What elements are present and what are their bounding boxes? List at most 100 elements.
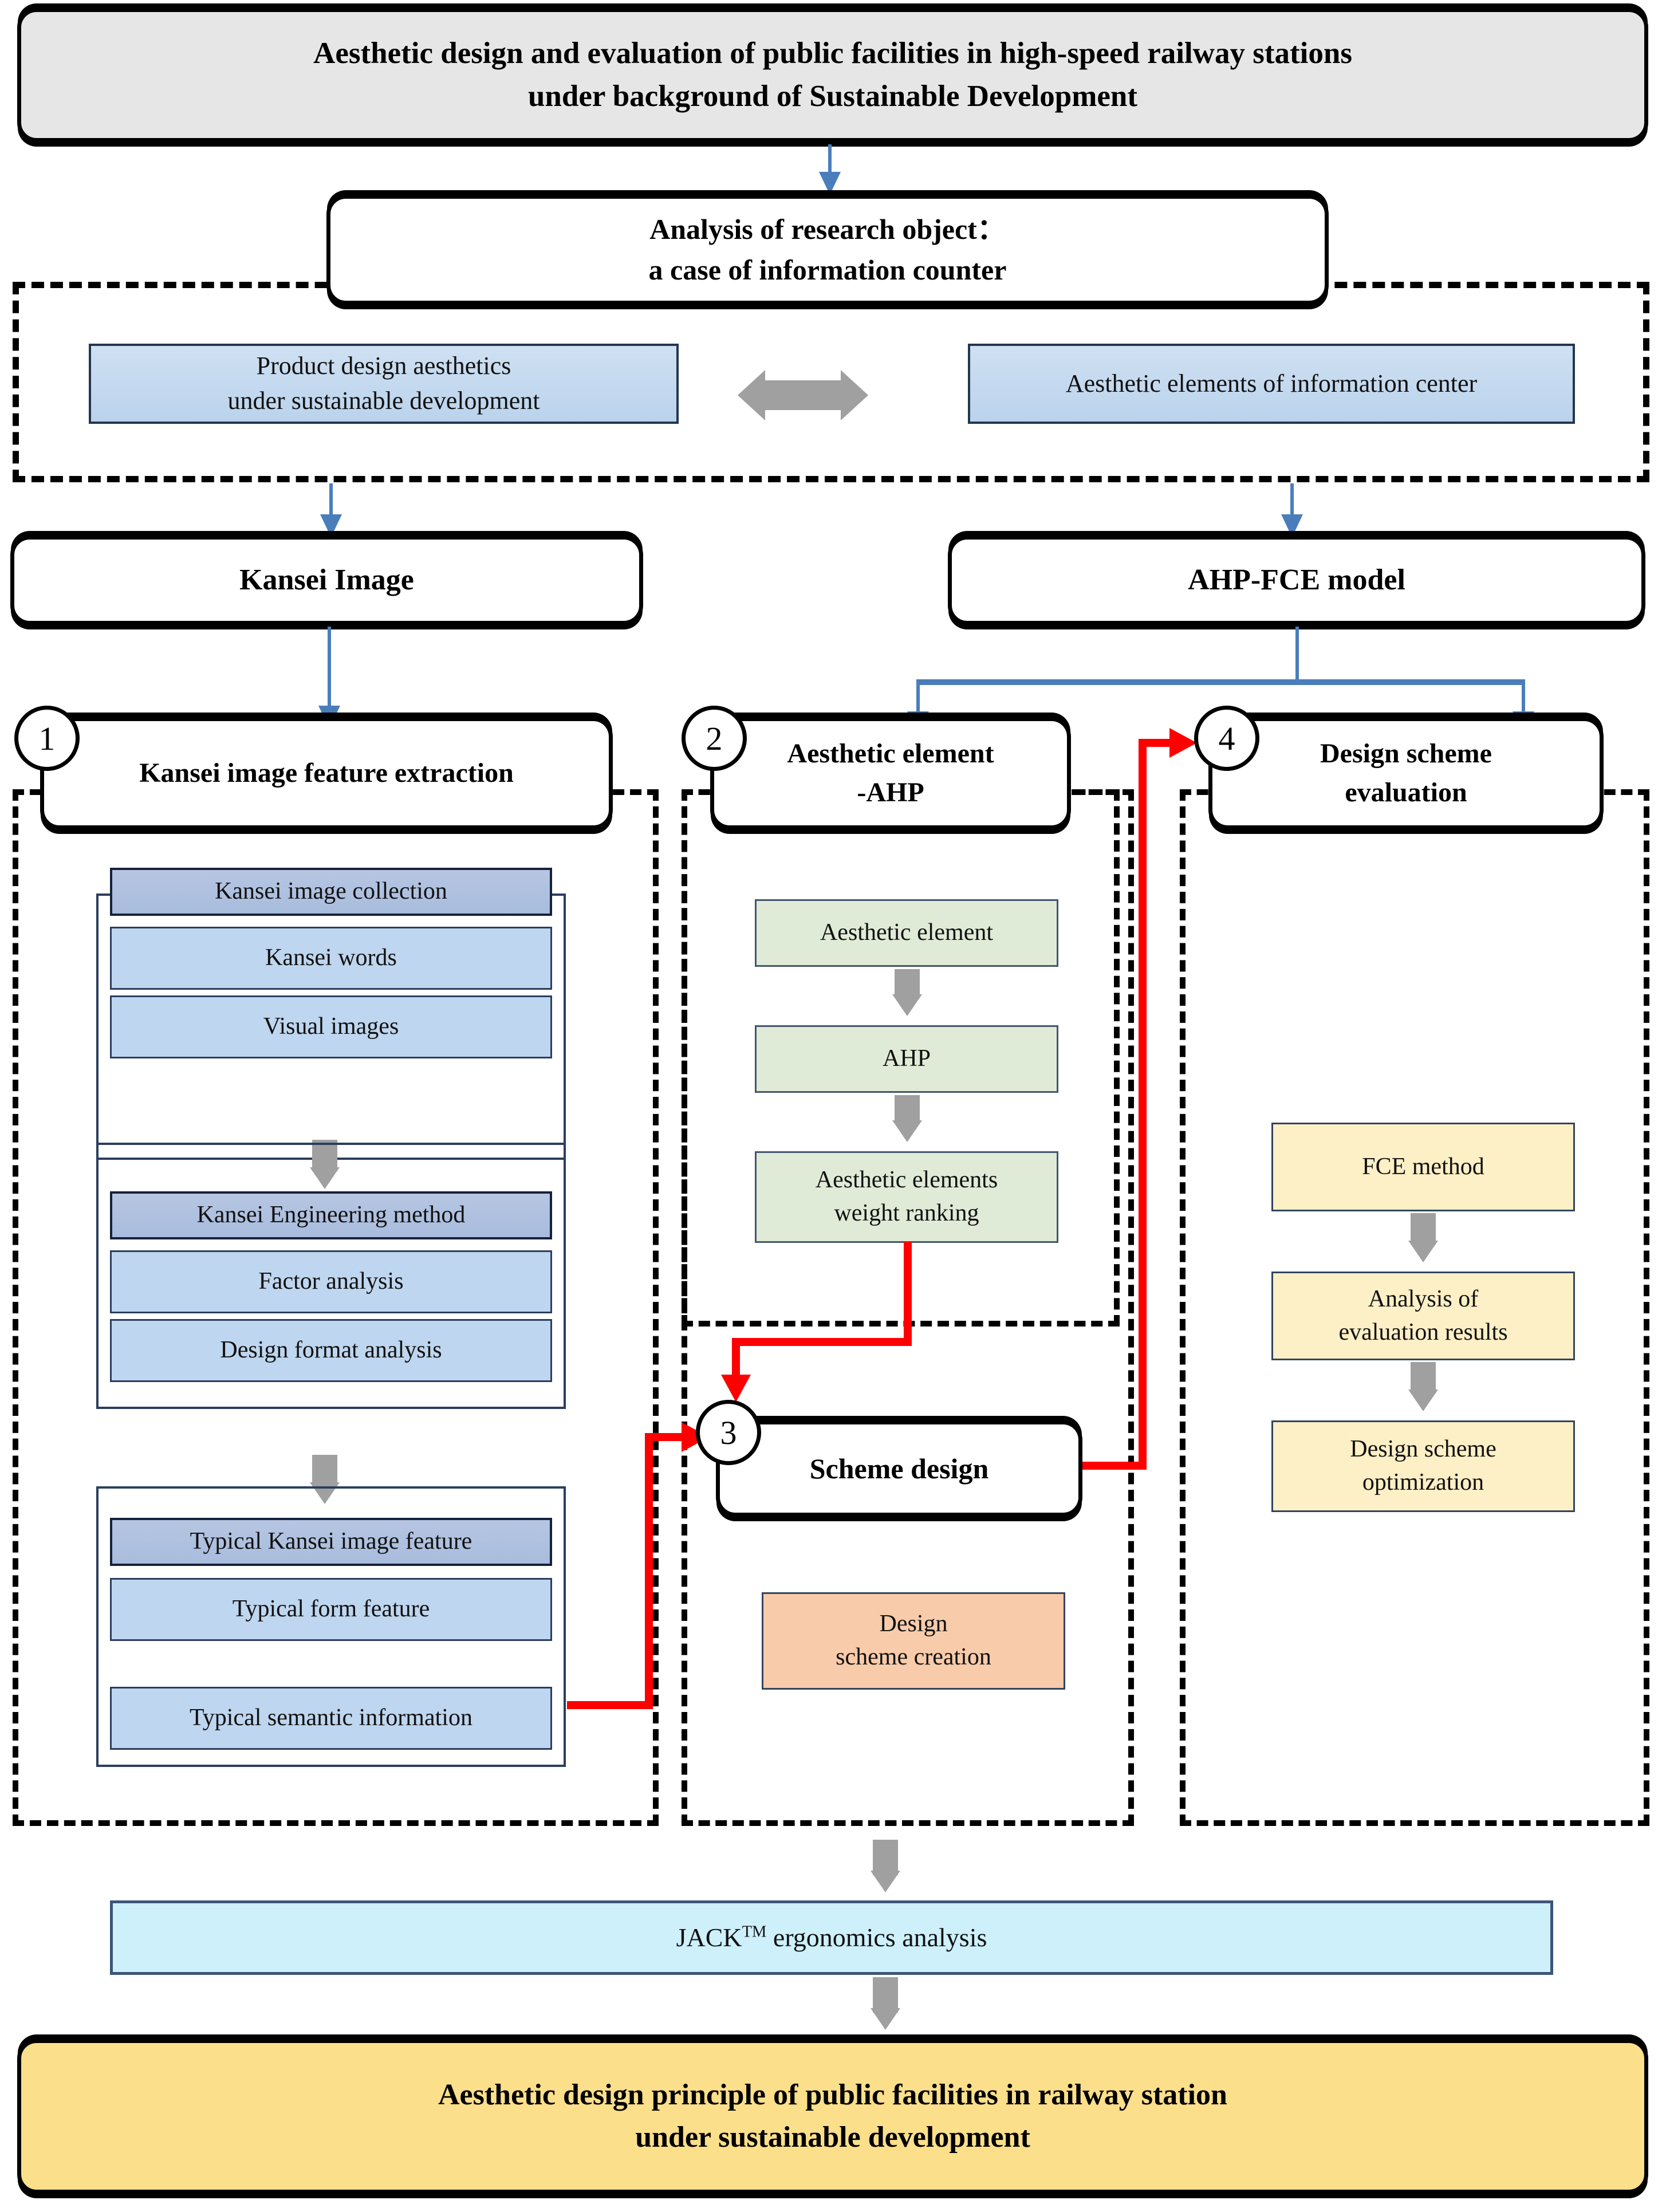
red-arrowhead-to-step3-top [721, 1375, 751, 1402]
fce-item-2-line-2: evaluation results [1338, 1318, 1508, 1345]
stage2-label-line-2: -AHP [857, 777, 924, 808]
red-path-kansei-vertical [645, 1433, 653, 1709]
research-object-line-2: a case of information counter [648, 254, 1007, 286]
ahp-item-ahp: AHP [755, 1025, 1058, 1093]
arrowhead-kansei-g2-to-g3 [310, 1482, 340, 1504]
step-number-1: 1 [38, 719, 56, 757]
jack-text-main: JACK [676, 1923, 742, 1953]
step-number-2: 2 [706, 719, 723, 757]
conclusion-line-1: Aesthetic design principle of public fac… [438, 2079, 1227, 2112]
red-path-kansei-horizontal [567, 1701, 653, 1709]
connector-fce-1-to-2 [1411, 1213, 1436, 1245]
ahp-item-aesthetic-element: Aesthetic element [755, 899, 1058, 967]
ahp-item-3-line-2: weight ranking [834, 1200, 979, 1226]
kansei-group-3-header-label: Typical Kansei image feature [190, 1528, 472, 1555]
connector-context-to-ahpfce [1290, 483, 1294, 521]
kansei-group-3-header: Typical Kansei image feature [110, 1518, 552, 1566]
ahp-item-weight-ranking: Aesthetic elements weight ranking [755, 1151, 1058, 1243]
step-circle-2: 2 [682, 706, 747, 771]
kansei-group-3-frame [96, 1486, 566, 1767]
kansei-group-2-header: Kansei Engineering method [110, 1191, 552, 1239]
title-line-1: Aesthetic design and evaluation of publi… [313, 36, 1352, 70]
red-path-scheme-exit [1077, 1462, 1147, 1470]
design-scheme-creation-box: Design scheme creation [762, 1592, 1065, 1690]
kansei-group-2-item-1-label: Factor analysis [258, 1268, 404, 1295]
kansei-group-1-header: Kansei image collection [110, 868, 552, 916]
step-circle-1: 1 [14, 706, 80, 771]
stage3-label: Scheme design [809, 1452, 989, 1485]
jack-ergonomics-box: JACKTM ergonomics analysis [110, 1900, 1553, 1975]
kansei-group-3-item-1: Typical form feature [110, 1578, 552, 1641]
arrowhead-fce-1-to-2 [1408, 1241, 1438, 1262]
step-number-4: 4 [1218, 719, 1235, 757]
context-right-box: Aesthetic elements of information center [968, 344, 1575, 424]
arrowhead-context-to-kansei [320, 514, 342, 537]
connector-ahpfce-to-stage4 [1522, 682, 1525, 718]
conclusion-line-2: under sustainable development [635, 2121, 1030, 2154]
kansei-group-1-item-1-label: Kansei words [265, 944, 397, 971]
arrowhead-title-to-research [819, 172, 841, 195]
stage2-label-line-1: Aesthetic element [787, 738, 994, 769]
stage4-box: Design scheme evaluation [1208, 717, 1604, 829]
title-box: Aesthetic design and evaluation of publi… [17, 8, 1648, 142]
fce-item-method: FCE method [1271, 1123, 1575, 1211]
ahp-item-3-line-1: Aesthetic elements [815, 1167, 998, 1194]
step-number-3: 3 [720, 1414, 737, 1451]
connector-kansei-g1-to-g2 [312, 1140, 337, 1171]
jack-label: JACKTM ergonomics analysis [676, 1919, 987, 1955]
connector-ahp-2-to-3 [895, 1095, 920, 1124]
kansei-group-1-header-label: Kansei image collection [215, 878, 447, 905]
ahp-item-1-label: Aesthetic element [820, 919, 994, 946]
connector-ahpfce-split [916, 679, 1525, 685]
fce-item-1-label: FCE method [1362, 1153, 1484, 1180]
kansei-group-2-header-label: Kansei Engineering method [196, 1202, 466, 1229]
step-circle-3: 3 [696, 1400, 761, 1465]
arrowhead-jack-to-conclusion [871, 2008, 900, 2030]
kansei-group-2-item-1: Factor analysis [110, 1250, 552, 1313]
connector-ahp-1-to-2 [895, 969, 920, 998]
arrowhead-kansei-g1-to-g2 [310, 1167, 340, 1189]
kansei-group-2-frame [96, 1143, 566, 1409]
kansei-group-2-item-2-label: Design format analysis [220, 1337, 442, 1364]
connector-kansei-g2-to-g3 [312, 1455, 337, 1486]
connector-jack-to-conclusion [873, 1977, 898, 2013]
research-object-line-1: Analysis of research object： [649, 213, 1006, 245]
creation-line-1: Design [879, 1611, 948, 1638]
jack-text-sup: TM [742, 1923, 767, 1941]
connector-fce-2-to-3 [1411, 1362, 1436, 1394]
fce-item-3-line-1: Design scheme [1350, 1436, 1496, 1463]
fce-item-3-line-2: optimization [1362, 1469, 1484, 1495]
arrowhead-ahp-2-to-3 [892, 1120, 922, 1142]
creation-line-2: scheme creation [836, 1644, 991, 1670]
arrowhead-fce-2-to-3 [1408, 1390, 1438, 1411]
kansei-image-box: Kansei Image [10, 536, 643, 625]
connector-ahpfce-stem [1295, 627, 1299, 682]
connector-ahpfce-to-stage2 [916, 682, 920, 718]
ahp-item-2-label: AHP [882, 1045, 931, 1072]
research-object-box: Analysis of research object： a case of i… [326, 195, 1329, 305]
double-headed-arrow-icon [738, 360, 868, 431]
red-path-weight-vertical [904, 1242, 912, 1345]
stage3-box: Scheme design [716, 1420, 1082, 1517]
fce-item-analysis: Analysis of evaluation results [1271, 1272, 1575, 1360]
ahp-fce-model-box: AHP-FCE model [948, 536, 1645, 625]
connector-kansei-to-stage1 [328, 627, 331, 713]
stage2-box: Aesthetic element -AHP [710, 717, 1071, 829]
connector-columns-to-jack [873, 1840, 898, 1875]
kansei-group-2-item-2: Design format analysis [110, 1319, 552, 1382]
jack-text-tail: ergonomics analysis [766, 1923, 987, 1953]
title-line-2: under background of Sustainable Developm… [527, 80, 1138, 113]
context-right-label: Aesthetic elements of information center [1065, 369, 1478, 397]
step-circle-4: 4 [1194, 706, 1259, 771]
arrowhead-columns-to-jack [871, 1871, 900, 1892]
red-arrowhead-to-step4 [1169, 728, 1197, 758]
kansei-group-1-item-2-label: Visual images [263, 1013, 399, 1040]
red-path-weight-horizontal [732, 1338, 912, 1346]
ahp-fce-model-label: AHP-FCE model [1188, 564, 1405, 597]
fce-item-2-line-1: Analysis of [1368, 1285, 1479, 1312]
kansei-group-3-item-1-label: Typical form feature [232, 1596, 430, 1623]
context-left-line-2: under sustainable development [227, 387, 540, 415]
arrowhead-context-to-ahpfce [1281, 514, 1303, 537]
red-path-scheme-vertical [1139, 739, 1147, 1470]
